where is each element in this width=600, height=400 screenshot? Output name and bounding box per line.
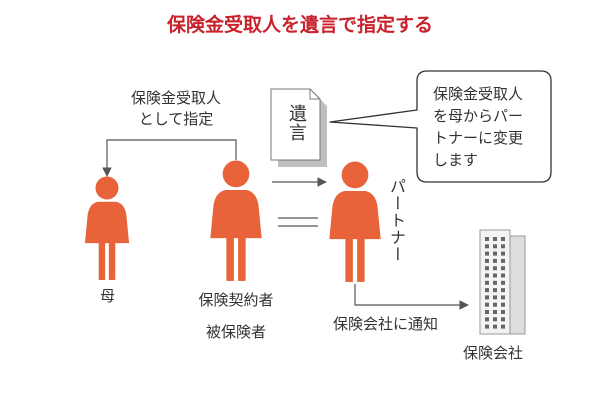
arrow-partner-to-company xyxy=(354,284,469,310)
people-layer xyxy=(84,160,381,282)
speech-bubble-line-4: します xyxy=(433,151,479,169)
will-document-corner-fold xyxy=(309,89,320,100)
building-window xyxy=(501,251,505,256)
building-window xyxy=(493,258,497,263)
building-window xyxy=(485,324,489,329)
building-window xyxy=(501,295,505,300)
person-dress xyxy=(329,190,381,240)
person-left-leg xyxy=(345,236,353,282)
will-document-label: 遺言 xyxy=(286,104,307,142)
notification-label: 保険会社に通知 xyxy=(333,315,439,333)
speech-bubble-line-2: を母からパー xyxy=(433,107,524,125)
speech-bubble-text: 保険金受取人 を母からパー トナーに変更 します xyxy=(433,83,553,171)
connector-insured-to-mother xyxy=(102,139,237,177)
building-window xyxy=(493,310,497,314)
person-head xyxy=(341,161,369,189)
building-window xyxy=(485,244,489,249)
building-window xyxy=(501,310,505,314)
person-left-leg xyxy=(226,235,234,281)
partner-person-icon xyxy=(329,161,381,282)
building-window xyxy=(501,244,505,249)
mother-label: 母 xyxy=(100,287,116,305)
building-window xyxy=(501,273,505,278)
building-window xyxy=(501,302,505,307)
equals-sign xyxy=(278,217,318,227)
insurance-company-label: 保険会社 xyxy=(463,344,524,362)
person-right-leg xyxy=(108,241,116,280)
building-window xyxy=(501,266,505,271)
building-window xyxy=(485,280,489,285)
person-dress xyxy=(210,189,262,239)
building-window xyxy=(501,258,505,263)
building-window xyxy=(485,237,489,241)
building-window xyxy=(493,317,497,322)
designation-label: 保険金受取人 として指定 xyxy=(106,88,246,130)
building-window xyxy=(493,302,497,307)
speech-bubble-line-3: トナーに変更 xyxy=(433,129,524,147)
building-window xyxy=(485,258,489,263)
insured-label-policyholder: 保険契約者 xyxy=(198,291,274,309)
building-window xyxy=(501,237,505,241)
building-window xyxy=(485,266,489,271)
building-window xyxy=(501,317,505,322)
building-window xyxy=(493,251,497,256)
mother-person-icon xyxy=(84,176,130,280)
insured-person-icon xyxy=(210,160,262,281)
building-window xyxy=(485,310,489,314)
building-window xyxy=(485,288,489,293)
building-window xyxy=(493,273,497,278)
page-title: 保険金受取人を遺言で指定する xyxy=(166,14,433,36)
building-windows xyxy=(485,237,505,329)
insured-label-insured-person: 被保険者 xyxy=(205,323,266,341)
building-window xyxy=(501,280,505,285)
person-left-leg xyxy=(98,241,106,280)
building-window xyxy=(501,288,505,293)
building-window xyxy=(493,295,497,300)
person-head xyxy=(222,160,250,188)
person-head xyxy=(95,176,119,200)
building-window xyxy=(493,280,497,285)
building-side xyxy=(508,235,526,335)
partner-label: パートナー xyxy=(387,178,406,263)
building-window xyxy=(493,266,497,271)
building-window xyxy=(493,244,497,249)
speech-bubble-line-1: 保険金受取人 xyxy=(433,85,524,103)
insured-label: 保険契約者 被保険者 xyxy=(176,288,296,344)
building-window xyxy=(485,302,489,307)
will-document-page xyxy=(270,88,321,161)
person-right-leg xyxy=(238,235,246,281)
building-window xyxy=(493,288,497,293)
person-right-leg xyxy=(357,236,365,282)
building-window xyxy=(493,237,497,241)
speech-bubble xyxy=(329,70,552,183)
building-window xyxy=(493,324,497,329)
person-dress xyxy=(84,201,130,244)
designation-label-line-2: として指定 xyxy=(138,110,214,128)
building-window xyxy=(485,273,489,278)
building-window xyxy=(501,324,505,329)
will-document xyxy=(270,88,327,167)
building-window xyxy=(485,295,489,300)
building-window xyxy=(485,317,489,322)
building-window xyxy=(485,251,489,256)
designation-label-line-1: 保険金受取人 xyxy=(130,89,221,107)
building-icon xyxy=(479,229,526,335)
